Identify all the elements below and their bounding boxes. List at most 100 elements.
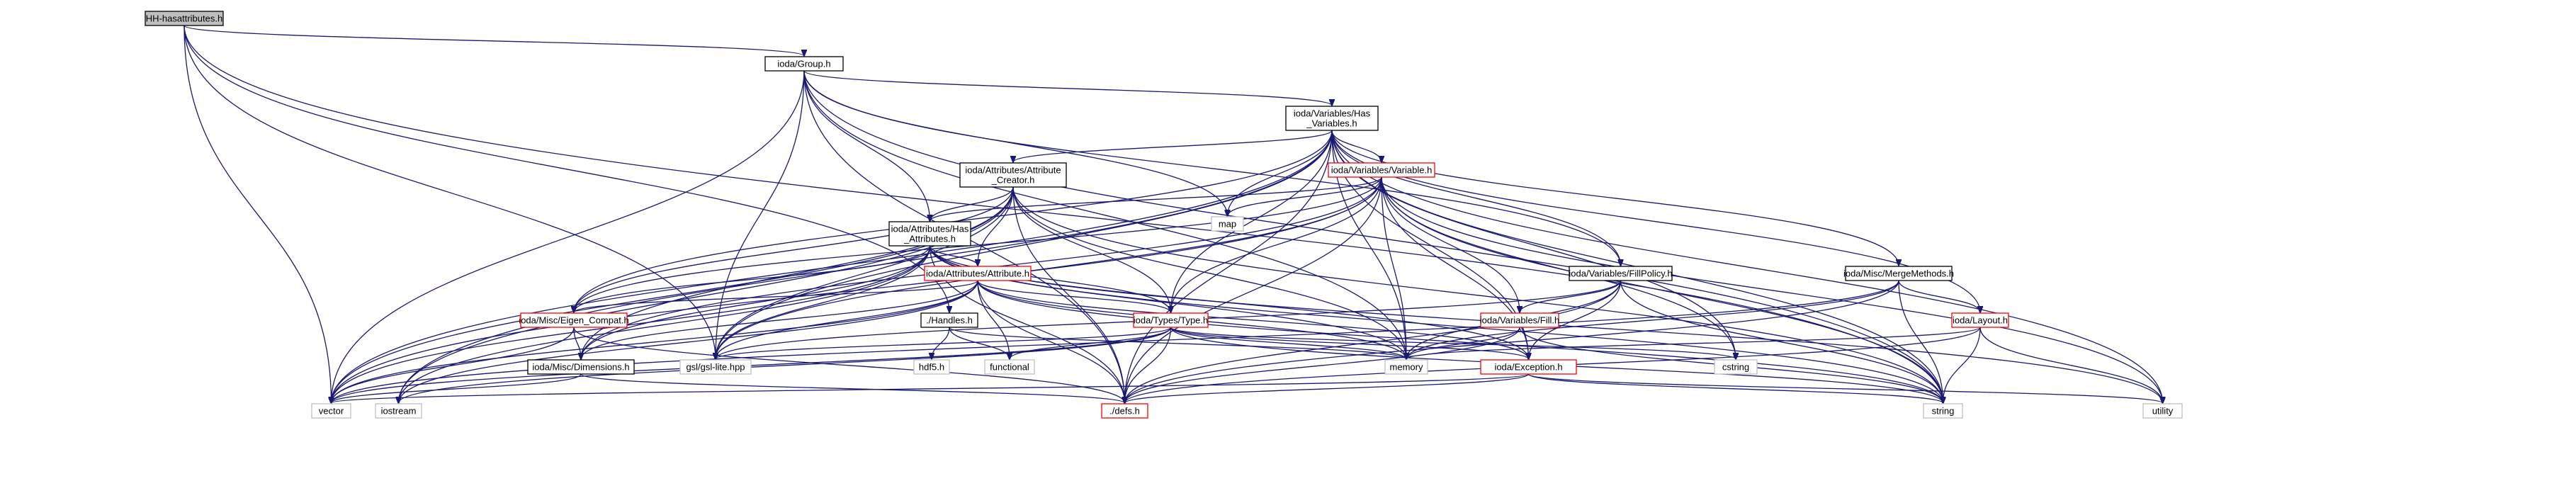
edge-attribute-to-defs — [977, 280, 1125, 403]
edge-fillh-to-defs — [1125, 327, 1520, 403]
edge-hasattrs-to-iostream — [399, 245, 931, 403]
edge-mergemethods-to-vector — [332, 280, 1899, 403]
edge-group-to-hasvars — [803, 70, 1332, 106]
edge-typesh-to-memory — [1170, 327, 1407, 359]
edge-hasvars-to-gsl — [716, 130, 1333, 359]
node-box — [1845, 266, 1953, 281]
node-dimensions[interactable]: ioda/Misc/Dimensions.h — [527, 359, 635, 375]
edge-attribute-to-dimensions — [581, 280, 978, 359]
edge-eigencompat-to-dimensions — [573, 327, 581, 359]
edge-mergemethods-to-memory — [1406, 280, 1899, 359]
edge-mergemethods-to-layouth — [1898, 280, 1980, 312]
node-box — [2142, 403, 2183, 419]
node-group[interactable]: ioda/Group.h — [764, 56, 844, 72]
node-label: _Variables.h — [1306, 118, 1357, 129]
node-box — [1285, 106, 1379, 131]
node-box — [1951, 312, 2009, 328]
edge-hasvars-to-fillpolicy — [1331, 130, 1621, 266]
nodes: HH-hasattributes.h ioda/Group.h ioda/Varia… — [145, 11, 2183, 419]
edge-eigencompat-to-vector — [332, 327, 575, 403]
edge-hasattrs-to-attribute — [929, 245, 978, 266]
edge-eigencompat-to-defs — [573, 327, 1125, 403]
edge-group-to-memory — [803, 70, 1406, 359]
edge-fillpolicy-to-defs — [1125, 280, 1622, 403]
edge-attrcreator-to-eigencompat — [574, 186, 1014, 312]
node-mergemethods[interactable]: ioda/Misc/MergeMethods.h — [1843, 266, 1954, 281]
edge-hasattrs-to-vector — [332, 245, 931, 403]
node-label: ioda/Attributes/Attribute — [965, 165, 1061, 176]
node-label: map — [1219, 219, 1236, 230]
node-label: ioda/Variables/Fill.h — [1480, 315, 1559, 326]
edge-variable-to-fillh — [1381, 176, 1520, 312]
node-label: iostream — [381, 406, 417, 417]
node-eigencompat[interactable]: ioda/Misc/Eigen_Compat.h — [519, 312, 629, 328]
node-variable[interactable]: ioda/Variables/Variable.h — [1328, 162, 1435, 178]
node-iostream[interactable]: iostream — [375, 403, 422, 419]
edge-dimensions-to-vector — [332, 373, 582, 403]
node-label: hdf5.h — [919, 362, 944, 373]
node-hasattrs[interactable]: ioda/Attributes/Has_Attributes.h — [888, 221, 971, 247]
node-label: ioda/Layout.h — [1953, 315, 2008, 326]
edge-typesh-to-defs — [1125, 327, 1172, 403]
node-label: HH-hasattributes.h — [146, 13, 222, 24]
node-attrcreator[interactable]: ioda/Attributes/Attribute_Creator.h — [959, 162, 1067, 188]
edge-hasvars-to-defs — [1125, 130, 1333, 403]
node-string[interactable]: string — [1923, 403, 1963, 419]
node-label: gsl/gsl-lite.hpp — [686, 362, 745, 373]
edge-exception-to-utility — [1527, 373, 2163, 403]
node-map[interactable]: map — [1211, 216, 1244, 232]
edge-attribute-to-string — [977, 280, 1943, 403]
node-fillpolicy[interactable]: ioda/Variables/FillPolicy.h — [1569, 266, 1673, 281]
node-box — [984, 359, 1035, 375]
node-handles[interactable]: ./Handles.h — [920, 312, 978, 328]
node-memory[interactable]: memory — [1384, 359, 1428, 375]
edge-hasvars-to-vector — [332, 130, 1333, 403]
node-box — [1923, 403, 1963, 419]
node-layouth[interactable]: ioda/Layout.h — [1951, 312, 2009, 328]
node-gsl[interactable]: gsl/gsl-lite.hpp — [679, 359, 752, 375]
node-label: ioda/Variables/FillPolicy.h — [1569, 268, 1672, 279]
node-hdf5[interactable]: hdf5.h — [913, 359, 950, 375]
edges — [183, 25, 2163, 403]
node-label: cstring — [1722, 362, 1749, 373]
edge-mergemethods-to-defs — [1125, 280, 1899, 403]
edge-fillh-to-memory — [1406, 327, 1520, 359]
edge-hasvars-to-map — [1228, 130, 1333, 216]
edge-variable-to-gsl — [716, 176, 1382, 359]
edge-variable-to-utility — [1381, 176, 2163, 403]
edge-dimensions-to-defs — [580, 373, 1125, 403]
node-box — [145, 11, 224, 26]
node-box — [375, 403, 422, 419]
edge-attrcreator-to-vector — [332, 186, 1014, 403]
node-attribute[interactable]: ioda/Attributes/Attribute.h — [924, 266, 1032, 281]
node-label: ./defs.h — [1109, 406, 1140, 417]
node-functional[interactable]: functional — [984, 359, 1035, 375]
node-utility[interactable]: utility — [2142, 403, 2183, 419]
edge-hasvars-to-attrcreator — [1013, 130, 1333, 162]
edge-variable-to-memory — [1381, 176, 1406, 359]
node-box — [1569, 266, 1673, 281]
node-typesh[interactable]: ioda/Types/Type.h — [1133, 312, 1209, 328]
node-label: _Creator.h — [991, 175, 1035, 186]
node-fillh[interactable]: ioda/Variables/Fill.h — [1480, 312, 1559, 328]
edge-fillpolicy-to-fillh — [1520, 280, 1622, 312]
node-label: ioda/Misc/Eigen_Compat.h — [519, 315, 628, 326]
node-box — [913, 359, 950, 375]
node-label: utility — [2152, 406, 2174, 417]
edge-attrcreator-to-memory — [1012, 186, 1406, 359]
node-root[interactable]: HH-hasattributes.h — [145, 11, 224, 26]
edge-attribute-to-iostream — [399, 280, 978, 403]
edge-hasattrs-to-eigencompat — [574, 245, 931, 312]
node-cstring[interactable]: cstring — [1714, 359, 1758, 375]
node-exception[interactable]: ioda/Exception.h — [1480, 359, 1577, 375]
node-box — [527, 359, 635, 375]
edge-group-to-fillpolicy — [803, 70, 1621, 266]
node-label: ioda/Types/Type.h — [1134, 315, 1209, 326]
node-vector[interactable]: vector — [311, 403, 351, 419]
edge-attrcreator-to-typesh — [1012, 186, 1171, 312]
edge-attrcreator-to-hasattrs — [930, 186, 1014, 221]
edge-layouth-to-memory — [1406, 327, 1981, 359]
edge-group-to-gsl — [716, 70, 805, 359]
node-defs[interactable]: ./defs.h — [1101, 403, 1148, 419]
node-hasvars[interactable]: ioda/Variables/Has_Variables.h — [1285, 106, 1379, 131]
